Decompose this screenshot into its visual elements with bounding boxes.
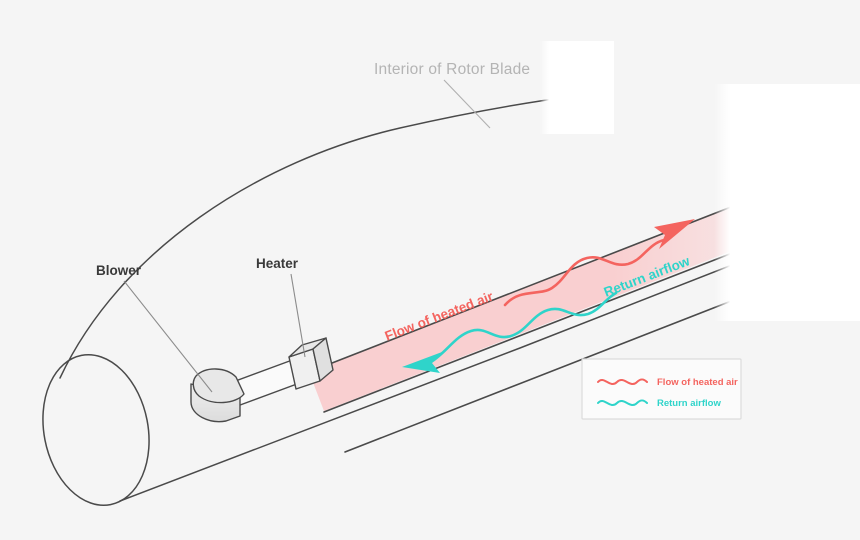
heater-leader-line bbox=[290, 273, 306, 358]
heated-air-band bbox=[309, 185, 800, 411]
mask-patch-right-fade bbox=[714, 84, 750, 321]
heater-label: Heater bbox=[256, 256, 299, 271]
blower-cylinder-top bbox=[192, 368, 245, 404]
return-air-wave bbox=[429, 291, 618, 364]
blower-part bbox=[190, 368, 245, 423]
background-mask-patches bbox=[540, 41, 860, 321]
blade-shell bbox=[42, 95, 761, 507]
legend-wavy-line-icon-heated bbox=[597, 378, 648, 385]
blade-root-ellipse bbox=[42, 353, 150, 507]
title-leader-line bbox=[443, 79, 491, 129]
return-air-arrowhead bbox=[402, 352, 442, 373]
page-title: Interior of Rotor Blade bbox=[374, 61, 530, 78]
mask-patch-left bbox=[556, 41, 614, 134]
legend-item-heated-air[interactable]: Flow of heated air bbox=[597, 377, 738, 388]
blower-leader-line bbox=[123, 280, 213, 393]
heated-air-arrowhead bbox=[654, 219, 695, 249]
legend: Flow of heated air Return airflow bbox=[581, 358, 742, 420]
leader-lines bbox=[123, 79, 491, 393]
mask-patch-left-fade bbox=[540, 41, 560, 134]
return-air-flow bbox=[402, 291, 618, 373]
legend-wavy-line-icon-return bbox=[597, 399, 648, 406]
heated-air-flow bbox=[503, 219, 695, 307]
heater-part bbox=[288, 337, 334, 390]
duct-hardware bbox=[190, 337, 334, 423]
blade-lower-edge bbox=[119, 253, 761, 502]
heater-cube-side bbox=[312, 337, 334, 382]
heated-air-wave bbox=[503, 238, 666, 307]
legend-item-return-air[interactable]: Return airflow bbox=[597, 398, 721, 409]
legend-label-heated: Flow of heated air bbox=[657, 377, 738, 388]
mask-patch-right bbox=[746, 84, 860, 321]
legend-box bbox=[581, 358, 742, 420]
legend-label-return: Return airflow bbox=[657, 398, 721, 409]
blower-label: Blower bbox=[96, 263, 142, 278]
blade-upper-edge bbox=[59, 95, 576, 379]
